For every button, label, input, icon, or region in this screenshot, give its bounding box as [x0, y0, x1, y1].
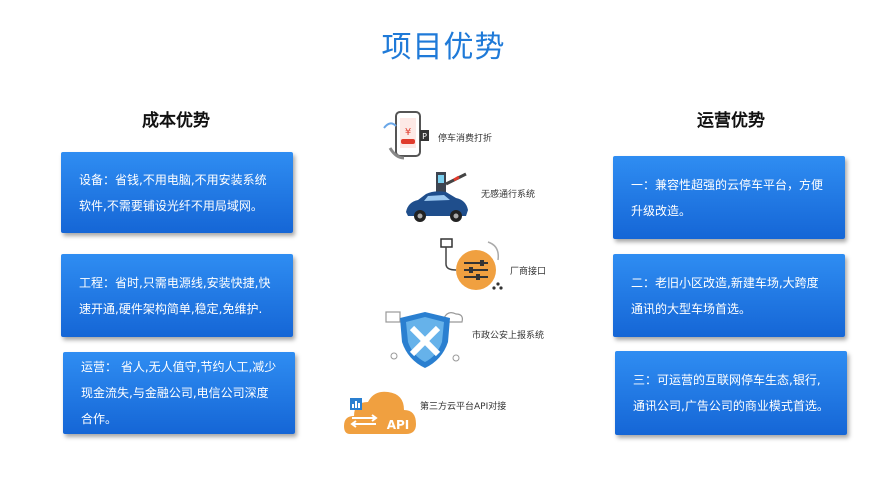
cost-card-engineering: 工程：省时,只需电源线,安装快捷,快速开通,硬件架构简单,稳定,免维护. — [61, 254, 293, 337]
operation-card-renovation: 二：老旧小区改造,新建车场,大跨度通讯的大型车场首选。 — [613, 254, 845, 337]
card-text: 运营： 省人,无人值守,节约人工,减少现金流失,与金融公司,电信公司深度合作。 — [81, 360, 277, 426]
card-text: 三：可运营的互联网停车生态,银行,通讯公司,广告公司的商业模式首选。 — [633, 373, 829, 413]
phone-payment-icon: ¥ P — [383, 111, 429, 160]
page-title: 项目优势 — [381, 30, 506, 65]
card-text: 设备：省钱,不用电脑,不用安装系统软件,不需要铺设光纤不用局域网。 — [79, 172, 267, 213]
card-text: 一：兼容性超强的云停车平台，方便升级改造。 — [631, 177, 824, 218]
feature-label-vendor-interface: 厂商接口 — [510, 267, 547, 277]
feature-label-seamless-pass: 无感通行系统 — [481, 190, 536, 200]
svg-text:¥: ¥ — [405, 127, 411, 138]
cost-card-equipment: 设备：省钱,不用电脑,不用安装系统软件,不需要铺设光纤不用局域网。 — [61, 152, 293, 233]
car-barrier-gate-icon — [406, 172, 468, 222]
interface-settings-icon — [440, 238, 503, 290]
security-shield-icon — [385, 311, 463, 368]
cost-card-operation: 运营： 省人,无人值守,节约人工,减少现金流失,与金融公司,电信公司深度合作。 — [63, 352, 295, 434]
operation-card-ecosystem: 三：可运营的互联网停车生态,银行,通讯公司,广告公司的商业模式首选。 — [615, 351, 847, 435]
feature-label-police-report: 市政公安上报系统 — [472, 331, 545, 341]
card-text: 二：老旧小区改造,新建车场,大跨度通讯的大型车场首选。 — [631, 275, 819, 316]
cost-advantage-heading: 成本优势 — [142, 111, 210, 131]
feature-label-cloud-api: 第三方云平台API对接 — [420, 402, 507, 412]
operation-card-compatibility: 一：兼容性超强的云停车平台，方便升级改造。 — [613, 156, 845, 239]
operation-advantage-heading: 运营优势 — [697, 111, 765, 131]
card-text: 工程：省时,只需电源线,安装快捷,快速开通,硬件架构简单,稳定,免维护. — [79, 275, 271, 316]
svg-text:P: P — [422, 132, 427, 141]
feature-label-discount: 停车消费打折 — [438, 134, 493, 144]
cloud-api-icon: API — [344, 391, 416, 434]
api-badge: API — [387, 418, 410, 432]
